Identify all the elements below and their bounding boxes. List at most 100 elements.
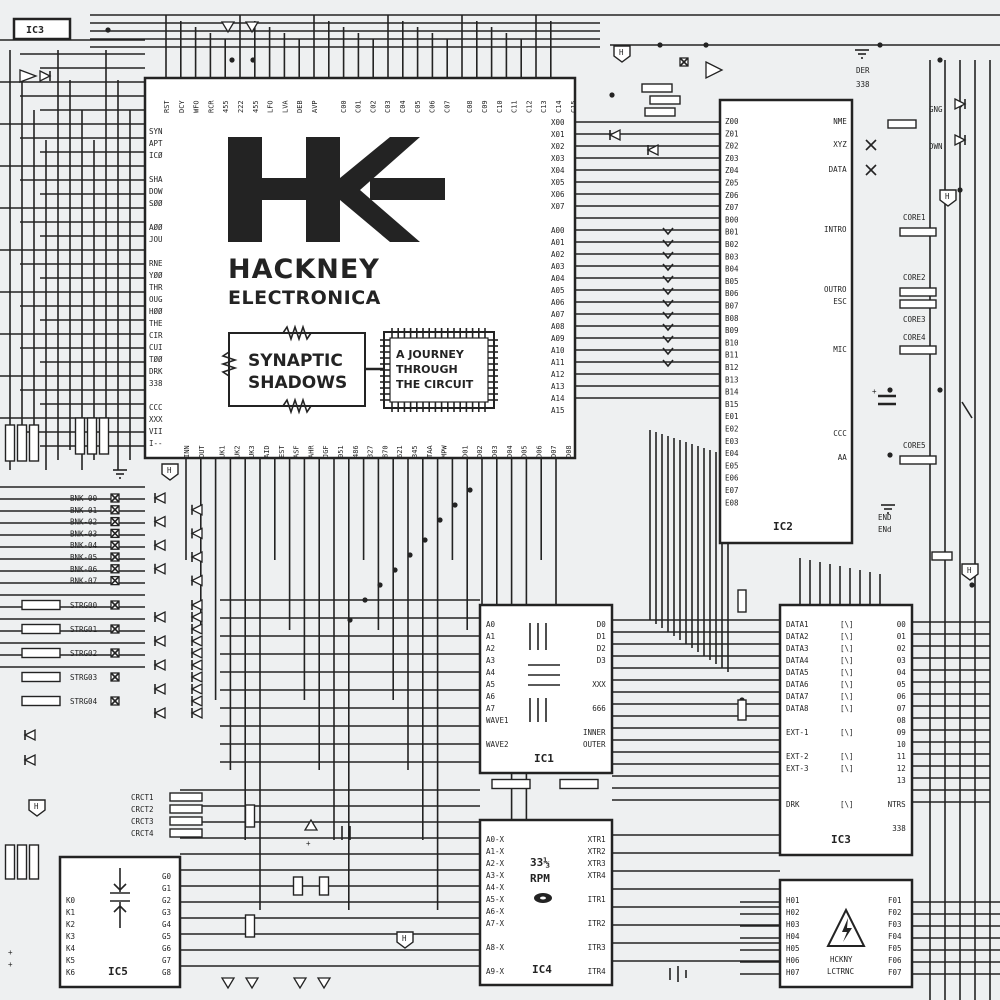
ic2-left-pin: Z04 xyxy=(725,166,739,175)
ic3-left-pin: DATA7 xyxy=(786,692,809,701)
ic2-left-pin: Z01 xyxy=(725,129,739,138)
resistor-icon xyxy=(559,778,599,790)
ic3-left-pin: EXT-2 xyxy=(786,752,809,761)
ic1-left-pin: A5 xyxy=(486,680,495,689)
ic3-right-pin: 01 xyxy=(897,632,906,641)
diode-icon xyxy=(190,670,203,684)
core-label: CORE3 xyxy=(903,315,926,324)
main-top-pin: C01 xyxy=(355,100,363,113)
main-top-pin: DEB xyxy=(296,100,304,113)
main-right-pin: A05 xyxy=(551,286,565,295)
main-top-pin: C08 xyxy=(466,100,474,113)
ic4-left-pin: A7-X xyxy=(486,919,505,928)
main-right-pin: A13 xyxy=(551,382,565,391)
ic3-left-pin: DATA3 xyxy=(786,644,809,653)
resistor-icon xyxy=(899,299,937,309)
resistor-icon xyxy=(21,647,61,659)
junction-dot xyxy=(957,187,963,193)
resistor-icon xyxy=(737,699,747,721)
main-bottom-pin: D02 xyxy=(476,445,484,458)
h-badge-text: H xyxy=(945,192,950,201)
diode-icon xyxy=(190,598,203,612)
ic5-right-pin: G5 xyxy=(162,932,171,941)
h-badge-icon xyxy=(613,45,631,63)
main-top-pin: C13 xyxy=(540,100,548,113)
main-right-pin: A00 xyxy=(551,226,565,235)
main-bottom-pin: 621 xyxy=(396,445,404,458)
junction-dot xyxy=(229,57,235,63)
ic4-left-pin: A5-X xyxy=(486,895,505,904)
main-right-pin: X03 xyxy=(551,154,565,163)
main-top-pin: C15 xyxy=(570,100,578,113)
ic3-mid-pin: [\] xyxy=(840,728,854,737)
diode-icon xyxy=(153,610,166,624)
ic2-left-pin: Z02 xyxy=(725,142,739,151)
main-left-pin: JOU xyxy=(149,235,163,244)
diode-icon xyxy=(190,634,203,648)
resistor-icon xyxy=(21,671,61,683)
junction-dot xyxy=(407,552,413,558)
hckny-right-pin: F05 xyxy=(888,944,902,953)
ic3-mid-pin: [\] xyxy=(840,656,854,665)
ic4-right-pin: XTR3 xyxy=(588,859,606,868)
circuit-label: CRCT3 xyxy=(131,817,154,826)
main-bottom-pin: D08 xyxy=(565,445,573,458)
bank-label: BNK-03 xyxy=(70,529,97,538)
main-right-pin: A06 xyxy=(551,298,565,307)
hckny-left-pin: H05 xyxy=(786,944,800,953)
ic3-right-pin: 04 xyxy=(897,668,907,677)
string-label: STRG03 xyxy=(70,673,97,682)
main-left-pin: DRK xyxy=(149,367,163,376)
ic2-left-pin: B13 xyxy=(725,375,739,384)
main-left-pin: CCC xyxy=(149,403,163,412)
main-right-pin: A15 xyxy=(551,406,565,415)
ic2-left-pin: B14 xyxy=(725,388,739,397)
main-bottom-pin: D04 xyxy=(506,445,514,458)
ic2-left-pin: E06 xyxy=(725,474,739,483)
main-bottom-pin: 486 xyxy=(352,445,360,458)
main-left-pin: OUG xyxy=(149,295,163,304)
ic4-left-pin: A2-X xyxy=(486,859,505,868)
subtitle-line3: THE CIRCUIT xyxy=(396,378,474,391)
resistor-icon xyxy=(899,287,937,297)
hckny-right-pin: F06 xyxy=(888,956,902,965)
ic5-left-pin: K4 xyxy=(66,944,76,953)
diode-icon xyxy=(153,491,166,505)
ic1-left-pin: A0 xyxy=(486,620,496,629)
junction-dot xyxy=(609,92,615,98)
main-right-pin: X06 xyxy=(551,190,565,199)
subtitle-line1: A JOURNEY xyxy=(396,348,465,361)
main-top-pin: LVA xyxy=(281,100,289,113)
main-right-pin: A08 xyxy=(551,322,565,331)
resistor-icon xyxy=(169,828,203,838)
main-right-pin: A02 xyxy=(551,250,565,259)
plus-sign: + xyxy=(872,387,877,396)
resistor-icon xyxy=(318,876,330,896)
main-bottom-pin: TAA xyxy=(426,445,434,458)
plus-sign: + xyxy=(8,960,13,969)
ic3-right-pin: NTRS xyxy=(888,800,907,809)
diode-icon xyxy=(190,682,203,696)
ic4-left-pin: A1-X xyxy=(486,847,505,856)
ic2-left-pin: E02 xyxy=(725,425,739,434)
ic1-left-pin: WAVE2 xyxy=(486,740,509,749)
junction-dot xyxy=(437,517,443,523)
ic3-right-pin: 11 xyxy=(897,752,906,761)
ic3-pins: DATA1[\]DATA2[\]DATA3[\]DATA4[\]DATA5[\]… xyxy=(786,620,906,833)
junction-dot xyxy=(105,27,111,33)
ic5-right-pin: G0 xyxy=(162,872,172,881)
main-left-pin: I-- xyxy=(149,439,163,448)
main-bottom-pin: D06 xyxy=(535,445,543,458)
main-top-pin: 222 xyxy=(237,100,245,113)
ic1-right-pin: 666 xyxy=(592,704,606,713)
main-bottom-pin: OUT xyxy=(198,445,206,458)
ic4-right-pin: ITR3 xyxy=(588,943,606,952)
main-right-pin: X04 xyxy=(551,166,565,175)
title-line2: SHADOWS xyxy=(248,373,347,393)
hckny-right-pin: F07 xyxy=(888,968,902,977)
ic2-left-pin: B09 xyxy=(725,326,739,335)
ic3-right-pin: 06 xyxy=(897,692,907,701)
